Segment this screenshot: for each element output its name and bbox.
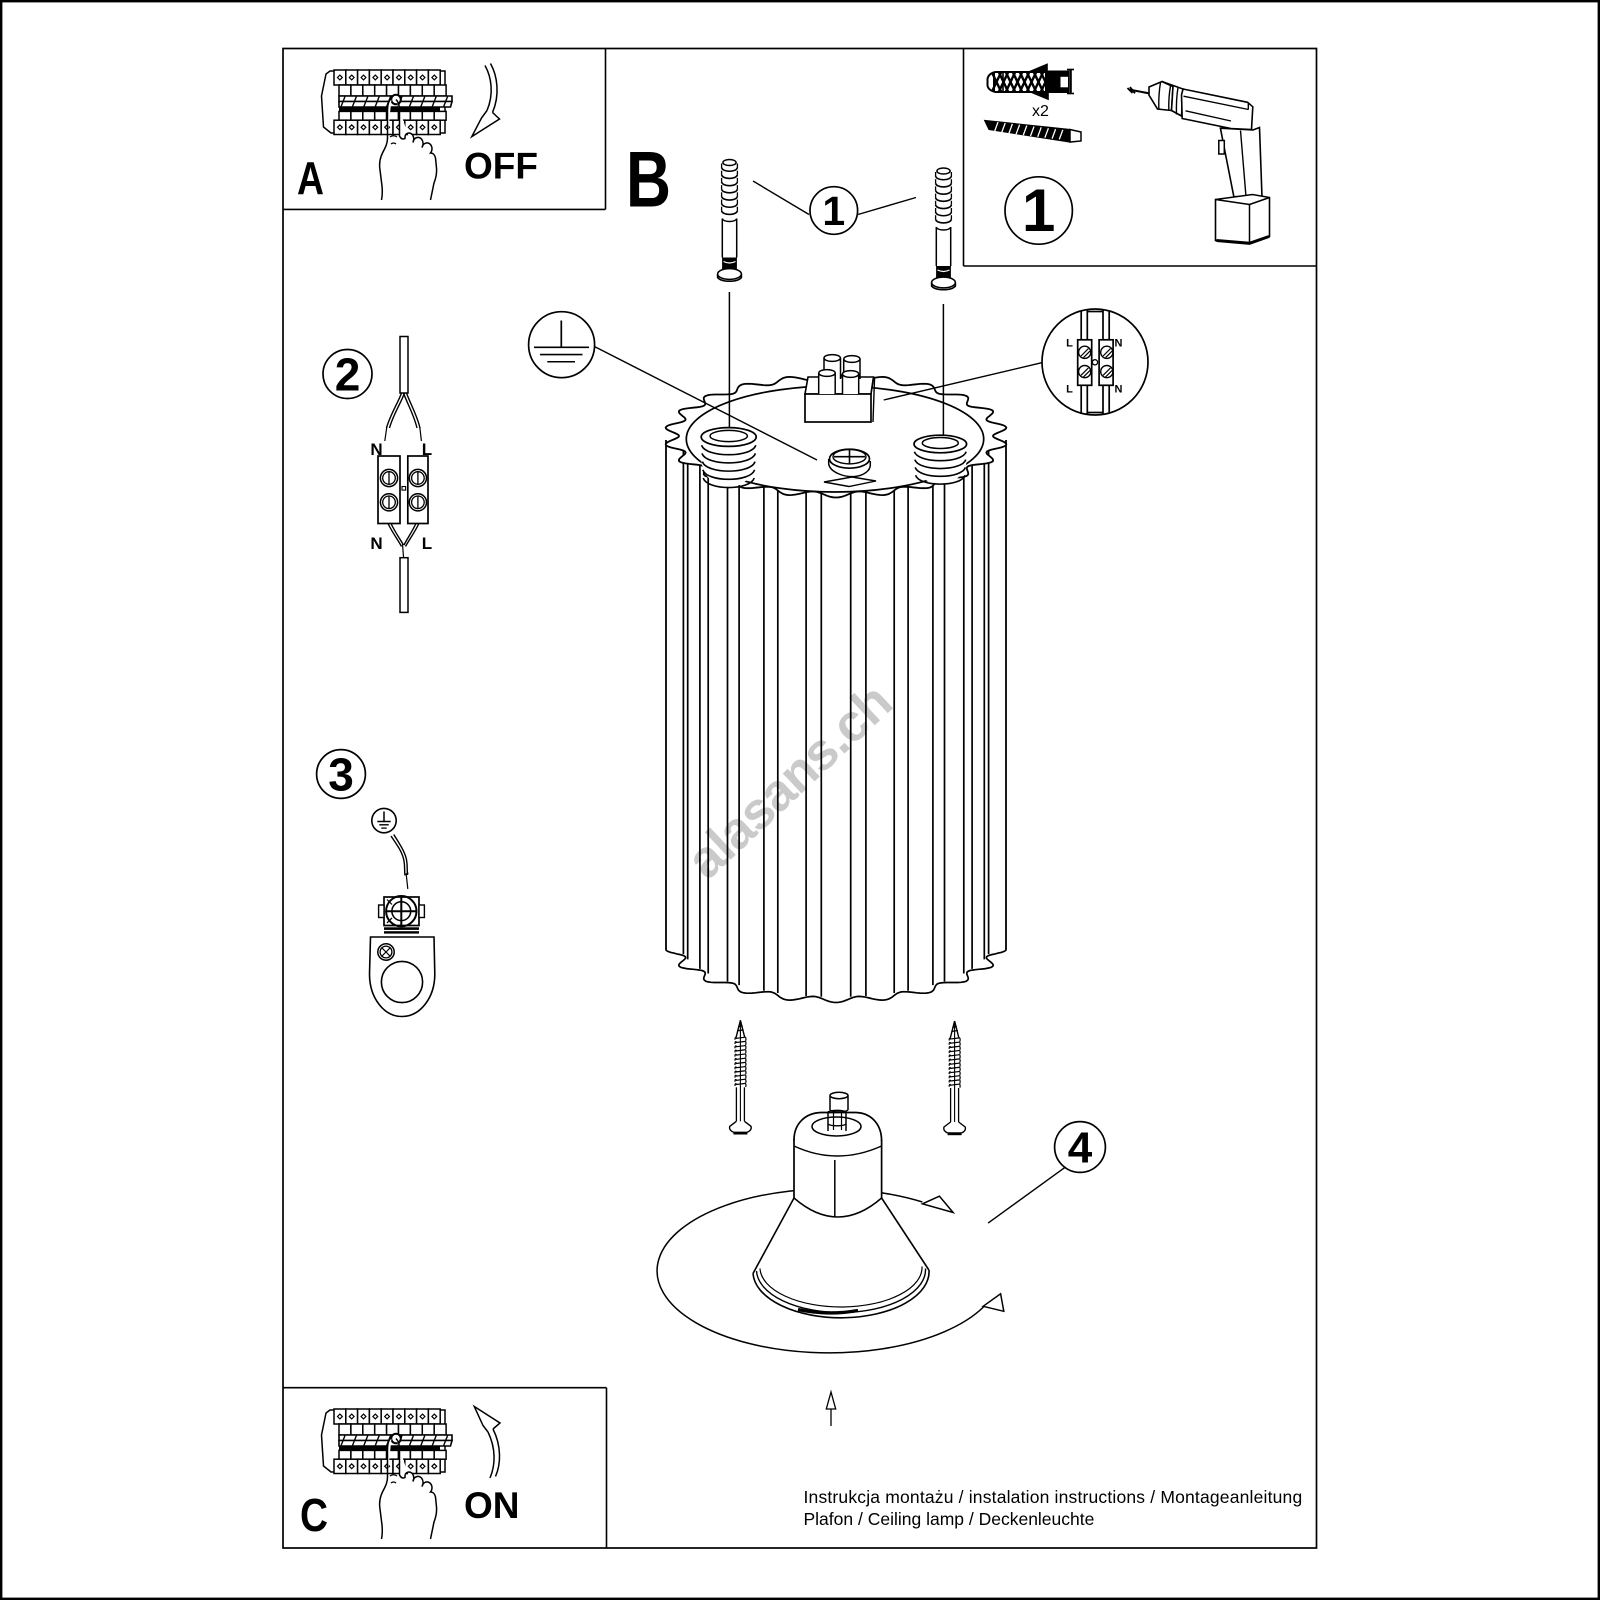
svg-text:x2: x2 [1032, 103, 1049, 120]
svg-text:L: L [1066, 338, 1073, 350]
svg-text:N: N [1115, 338, 1123, 350]
svg-text:alasans.ch: alasans.ch [676, 673, 903, 890]
svg-text:C: C [300, 1489, 328, 1541]
svg-text:OFF: OFF [464, 146, 538, 187]
svg-text:L: L [1066, 384, 1073, 396]
svg-text:N: N [370, 534, 382, 553]
svg-text:B: B [626, 135, 671, 224]
svg-text:N: N [1115, 384, 1123, 396]
svg-text:L: L [422, 440, 432, 459]
svg-text:3: 3 [328, 749, 354, 801]
svg-text:1: 1 [1022, 177, 1055, 244]
svg-text:Plafon / Ceiling lamp / Decken: Plafon / Ceiling lamp / Deckenleuchte [804, 1509, 1095, 1529]
svg-text:A: A [297, 152, 324, 204]
svg-text:ON: ON [464, 1485, 520, 1526]
svg-text:Instrukcja montażu / instalati: Instrukcja montażu / instalation instruc… [804, 1487, 1303, 1507]
svg-text:1: 1 [822, 188, 845, 234]
svg-text:N: N [370, 440, 382, 459]
svg-text:L: L [422, 534, 432, 553]
svg-text:4: 4 [1068, 1124, 1093, 1173]
svg-text:2: 2 [335, 349, 361, 401]
